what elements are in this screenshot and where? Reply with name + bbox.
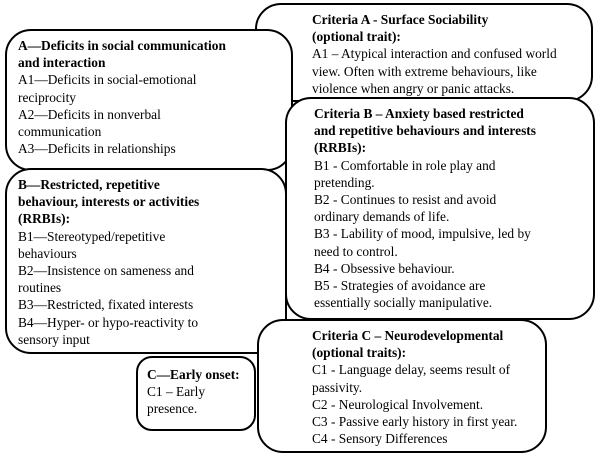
- criterion-a-title-line-1: A—Deficits in social communication: [18, 38, 226, 53]
- criteria-c-title-line-1: Criteria C – Neurodevelopmental: [312, 328, 504, 343]
- criteria-b-item-line: essentially socially manipulative.: [314, 295, 493, 311]
- criteria-c-item-line: C2 - Neurological Involvement.: [312, 396, 484, 412]
- criteria-c-box: Criteria C – Neurodevelopmental (optiona…: [257, 319, 547, 453]
- criteria-b-item-line: B3 - Lability of mood, impulsive, led by: [314, 226, 531, 242]
- criteria-c-item-line: passivity.: [312, 379, 363, 395]
- criterion-b-title-line-1: B—Restricted, repetitive: [18, 177, 160, 192]
- criterion-a-item-line: A1—Deficits in social-emotional: [18, 72, 197, 88]
- criterion-a-item-line: communication: [18, 124, 102, 140]
- criteria-a-box: Criteria A - Surface Sociability (option…: [255, 3, 593, 102]
- criteria-b-item-line: pretending.: [314, 174, 375, 190]
- criterion-a-item-line: reciprocity: [18, 89, 76, 105]
- criterion-c-title: C—Early onset:: [147, 367, 240, 382]
- criteria-c-item-line: C4 - Sensory Differences: [312, 431, 448, 447]
- criterion-b-item-line: behaviours: [18, 245, 77, 261]
- criteria-b-item-line: need to control.: [314, 243, 398, 259]
- criteria-a-item-line: violence when angry or panic attacks.: [312, 80, 515, 96]
- criteria-a-item-line: view. Often with extreme behaviours, lik…: [312, 63, 537, 79]
- criteria-b-item-line: B2 - Continues to resist and avoid: [314, 192, 497, 208]
- criteria-b-title-line-2: and repetitive behaviours and interests: [314, 123, 536, 139]
- criterion-a-item-line: A3—Deficits in relationships: [18, 141, 176, 157]
- criteria-c-title-line-2: (optional traits):: [312, 345, 407, 361]
- criterion-b-item-line: B2—Insistence on sameness and: [18, 263, 194, 279]
- criterion-b-title-line-2: behaviour, interests or activities: [18, 194, 200, 210]
- dsm-criterion-c-box: C—Early onset: C1 – Early presence.: [136, 356, 256, 431]
- dsm-criterion-a-box: A—Deficits in social communication and i…: [5, 29, 293, 171]
- criteria-c-item-line: C1 - Language delay, seems result of: [312, 362, 511, 378]
- criterion-c-item-line: C1 – Early: [147, 384, 206, 400]
- dsm-criterion-b-box: B—Restricted, repetitive behaviour, inte…: [5, 168, 287, 354]
- criterion-b-item-line: sensory input: [18, 331, 90, 347]
- criterion-b-item-line: B1—Stereotyped/repetitive: [18, 228, 166, 244]
- criteria-b-box: Criteria B – Anxiety based restricted an…: [285, 97, 595, 320]
- criteria-b-item-line: B5 - Strategies of avoidance are: [314, 278, 486, 294]
- criterion-a-item-line: A2—Deficits in nonverbal: [18, 106, 161, 122]
- criteria-a-title-line-2: (optional trait):: [312, 29, 401, 45]
- criteria-b-title-line-1: Criteria B – Anxiety based restricted: [314, 106, 524, 121]
- criterion-b-title-line-3: (RRBIs):: [18, 211, 71, 227]
- criteria-a-item-line: A1 – Atypical interaction and confused w…: [312, 46, 557, 62]
- criteria-b-item-line: B4 - Obsessive behaviour.: [314, 260, 455, 276]
- criterion-b-item-line: routines: [18, 280, 62, 296]
- criteria-b-item-line: B1 - Comfortable in role play and: [314, 157, 496, 173]
- criteria-b-title-line-3: (RRBIs):: [314, 140, 367, 156]
- criterion-c-item-line: presence.: [147, 401, 198, 417]
- criteria-b-item-line: ordinary demands of life.: [314, 209, 450, 225]
- criteria-a-title-line-1: Criteria A - Surface Sociability: [312, 12, 489, 27]
- criterion-a-title-line-2: and interaction: [18, 55, 106, 71]
- criterion-b-item-line: B3—Restricted, fixated interests: [18, 297, 194, 313]
- criterion-b-item-line: B4—Hyper- or hypo-reactivity to: [18, 314, 199, 330]
- criteria-c-item-line: C3 - Passive early history in first year…: [312, 414, 518, 430]
